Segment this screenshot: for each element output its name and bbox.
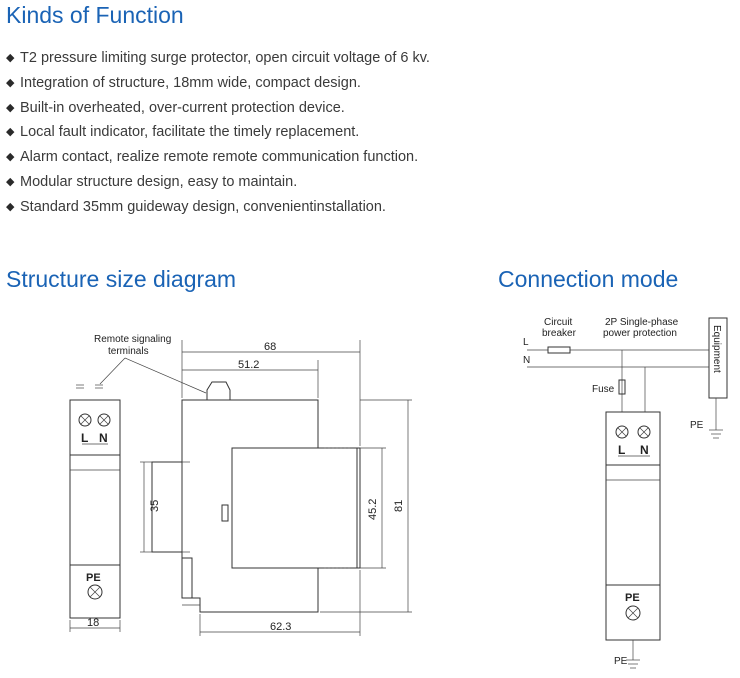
feature-item: ◆T2 pressure limiting surge protector, o…	[6, 46, 726, 71]
diamond-bullet-icon: ◆	[6, 200, 15, 213]
dim-45-2-label: 45.2	[367, 499, 379, 520]
circuit-breaker-label: Circuit	[544, 317, 573, 328]
front-N-label: N	[99, 431, 108, 445]
remote-signaling-label: Remote signaling	[94, 334, 171, 345]
pe-right-label: PE	[690, 420, 704, 431]
structure-size-heading: Structure size diagram	[6, 266, 237, 292]
diamond-bullet-icon: ◆	[6, 52, 15, 64]
dim-51-2-label: 51.2	[238, 359, 259, 371]
front-view-module: L N PE 18	[69, 384, 121, 632]
remote-signaling-label-2: terminals	[108, 346, 149, 357]
front-PE-label: PE	[86, 572, 101, 584]
diamond-bullet-icon: ◆	[6, 151, 15, 164]
connection-module: L N PE	[605, 411, 661, 641]
connection-mode-heading: Connection mode	[498, 266, 679, 292]
connection-diagram: Circuit breaker 2P Single-phase power pr…	[523, 317, 728, 669]
circuit-breaker-label-2: breaker	[542, 328, 577, 339]
feature-item: ◆Modular structure design, easy to maint…	[6, 170, 726, 195]
feature-item: ◆Local fault indicator, facilitate the t…	[6, 120, 726, 145]
feature-item: ◆Alarm contact, realize remote remote co…	[6, 145, 726, 170]
module-L-label: L	[618, 443, 625, 457]
feature-item: ◆Integration of structure, 18mm wide, co…	[6, 71, 726, 96]
line-L-label: L	[523, 337, 529, 348]
fuse-label: Fuse	[592, 384, 615, 395]
dim-18-label: 18	[87, 617, 99, 629]
equipment-label: Equipment	[711, 325, 722, 373]
dim-62-3-label: 62.3	[270, 621, 291, 633]
structure-diagram: L N PE 18 Remote signaling terminals	[69, 334, 412, 636]
diamond-bullet-icon: ◆	[6, 175, 15, 188]
dim-35-label: 35	[149, 500, 161, 512]
line-N-label: N	[523, 355, 530, 366]
feature-item: ◆Standard 35mm guideway design, convenie…	[6, 195, 726, 220]
diamond-bullet-icon: ◆	[6, 126, 15, 139]
power-protection-label: 2P Single-phase	[605, 317, 679, 328]
dim-68-label: 68	[264, 341, 276, 353]
feature-item: ◆Built-in overheated, over-current prote…	[6, 96, 726, 121]
dim-81-label: 81	[393, 500, 405, 512]
diamond-bullet-icon: ◆	[6, 101, 15, 114]
front-L-label: L	[81, 431, 88, 445]
kinds-of-function-heading: Kinds of Function	[6, 2, 184, 28]
side-view-module	[151, 381, 361, 613]
module-PE-label: PE	[625, 592, 640, 604]
feature-list: ◆T2 pressure limiting surge protector, o…	[6, 46, 726, 220]
diamond-bullet-icon: ◆	[6, 76, 15, 89]
module-N-label: N	[640, 443, 649, 457]
pe-bottom-label: PE	[614, 656, 628, 667]
power-protection-label-2: power protection	[603, 328, 677, 339]
